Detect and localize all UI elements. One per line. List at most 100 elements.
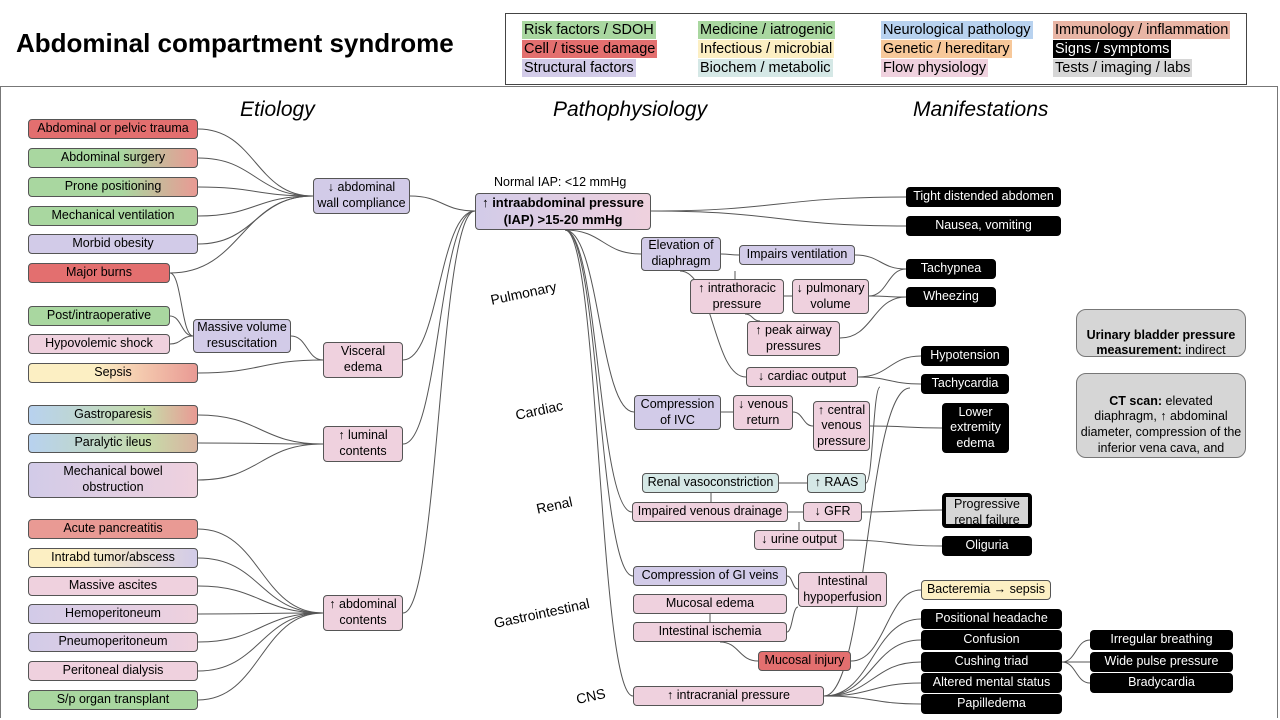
legend-item-genetic: Genetic / hereditary	[881, 40, 1012, 58]
node-mucosal-edema: Mucosal edema	[633, 594, 787, 614]
connector-line	[290, 335, 324, 361]
connector-line	[869, 425, 943, 429]
node-paralytic-ileus: Paralytic ileus	[28, 433, 198, 453]
legend-item-signs: Signs / symptoms	[1053, 40, 1172, 58]
column-head-etiology: Etiology	[240, 98, 315, 121]
node-raas: ↑ RAAS	[807, 473, 866, 493]
node-mechanical-ventilation: Mechanical ventilation	[28, 206, 198, 226]
connector-line	[650, 196, 907, 212]
page-title: Abdominal compartment syndrome	[16, 28, 454, 58]
connector-line	[402, 210, 476, 614]
connector-line	[197, 359, 324, 374]
connector-line	[857, 376, 922, 385]
connector-line	[409, 195, 476, 212]
legend-item-tests: Tests / imaging / labs	[1053, 59, 1193, 77]
connector-line	[1061, 639, 1091, 663]
connector-line	[720, 253, 740, 256]
node-abdominal-wall-compliance: ↓ abdominal wall compliance	[313, 178, 410, 214]
legend-item-risk: Risk factors / SDOH	[522, 21, 656, 39]
node-hemoperitoneum: Hemoperitoneum	[28, 604, 198, 624]
test-progressive-renal-failure-label: Progressive renal failure	[946, 497, 1028, 527]
node-central-venous-pressure: ↑ central venous pressure	[813, 401, 870, 451]
connector-line	[197, 528, 324, 614]
connector-line	[169, 315, 194, 337]
sign-oliguria: Oliguria	[942, 536, 1032, 556]
connector-line	[197, 612, 324, 615]
connector-line	[843, 539, 943, 547]
node-massive-ascites: Massive ascites	[28, 576, 198, 596]
legend-item-flow: Flow physiology	[881, 59, 989, 77]
connector-line	[719, 641, 759, 662]
node-mechanical-bowel-obstruction: Mechanical bowel obstruction	[28, 462, 198, 498]
node-peritoneal-dialysis: Peritoneal dialysis	[28, 661, 198, 681]
node-morbid-obesity: Morbid obesity	[28, 234, 198, 254]
node-hypovolemic-shock: Hypovolemic shock	[28, 334, 170, 354]
connector-line	[197, 195, 314, 217]
connector-line	[865, 386, 881, 484]
connector-line	[197, 157, 314, 197]
node-luminal-contents: ↑ luminal contents	[323, 426, 403, 462]
connector-line	[197, 442, 324, 445]
connector-line	[792, 411, 814, 427]
node-intraabdominal-pressure: ↑ intraabdominal pressure (IAP) >15-20 m…	[475, 193, 651, 230]
sign-papilledema: Papilledema	[921, 694, 1062, 714]
connector-line	[823, 661, 922, 697]
connector-line	[823, 387, 911, 697]
connector-line	[402, 210, 476, 361]
node-compression-gi-veins: Compression of GI veins	[633, 566, 787, 586]
sign-altered-mental-status: Altered mental status	[921, 673, 1062, 693]
column-head-pathophysiology: Pathophysiology	[553, 98, 708, 121]
node-acute-pancreatitis: Acute pancreatitis	[28, 519, 198, 539]
connector-line	[564, 229, 634, 697]
connector-line	[197, 186, 314, 197]
connector-line	[679, 270, 747, 378]
legend-item-medicine: Medicine / iatrogenic	[698, 21, 835, 39]
sign-nausea-vomiting: Nausea, vomiting	[906, 216, 1061, 236]
node-impairs-ventilation: Impairs ventilation	[739, 245, 855, 265]
node-compression-of-ivc: Compression of IVC	[634, 395, 721, 430]
connector-line	[1061, 661, 1091, 684]
connector-line	[868, 268, 907, 297]
test-ct-scan: CT scan: elevated diaphragm, ↑ abdominal…	[1076, 373, 1246, 458]
connector-line	[857, 355, 922, 378]
sign-bradycardia: Bradycardia	[1090, 673, 1233, 693]
connector-line	[197, 443, 324, 481]
connector-line	[197, 612, 324, 672]
sign-lower-extremity-edema: Lower extremity edema	[942, 403, 1009, 453]
legend-item-cell: Cell / tissue damage	[522, 40, 658, 58]
connector-line	[564, 229, 635, 413]
normal-iap-note: Normal IAP: <12 mmHg	[494, 175, 627, 189]
node-abdominal-contents: ↑ abdominal contents	[323, 595, 403, 631]
sign-tight-distended-abdomen: Tight distended abdomen	[906, 187, 1061, 207]
connector-line	[850, 589, 922, 662]
node-visceral-edema: Visceral edema	[323, 342, 403, 378]
node-venous-return: ↓ venous return	[733, 395, 793, 430]
connector-line	[169, 335, 194, 345]
sign-cushing-triad: Cushing triad	[921, 652, 1062, 672]
node-intrabd-tumor-abscess: Intrabd tumor/abscess	[28, 548, 198, 568]
test-bladder-pressure-desc: indirect measurement of IAP	[1185, 343, 1226, 357]
node-sepsis: Sepsis	[28, 363, 198, 383]
legend-item-immunology: Immunology / inflammation	[1053, 21, 1231, 39]
node-prone-positioning: Prone positioning	[28, 177, 198, 197]
sign-hypotension: Hypotension	[921, 346, 1009, 366]
connector-line	[197, 128, 314, 197]
node-mucosal-injury: Mucosal injury	[758, 651, 851, 671]
diagram-frame	[0, 86, 1278, 718]
node-gfr: ↓ GFR	[803, 502, 862, 522]
sign-progressive-renal-failure: Progressive renal failure	[942, 493, 1032, 528]
node-gastroparesis: Gastroparesis	[28, 405, 198, 425]
node-intestinal-hypoperfusion: Intestinal hypoperfusion	[798, 572, 887, 607]
connector-line	[197, 585, 324, 614]
sign-wheezing: Wheezing	[906, 287, 996, 307]
connector-line	[823, 639, 922, 697]
node-intracranial-pressure: ↑ intracranial pressure	[633, 686, 824, 706]
connector-line	[861, 509, 943, 513]
node-organ-transplant: S/p organ transplant	[28, 690, 198, 710]
legend: Risk factors / SDOH Medicine / iatrogeni…	[505, 13, 1247, 85]
node-intestinal-ischemia: Intestinal ischemia	[633, 622, 787, 642]
node-bacteremia-sepsis: Bacteremia → sepsis	[921, 580, 1051, 600]
connector-line	[197, 414, 324, 445]
